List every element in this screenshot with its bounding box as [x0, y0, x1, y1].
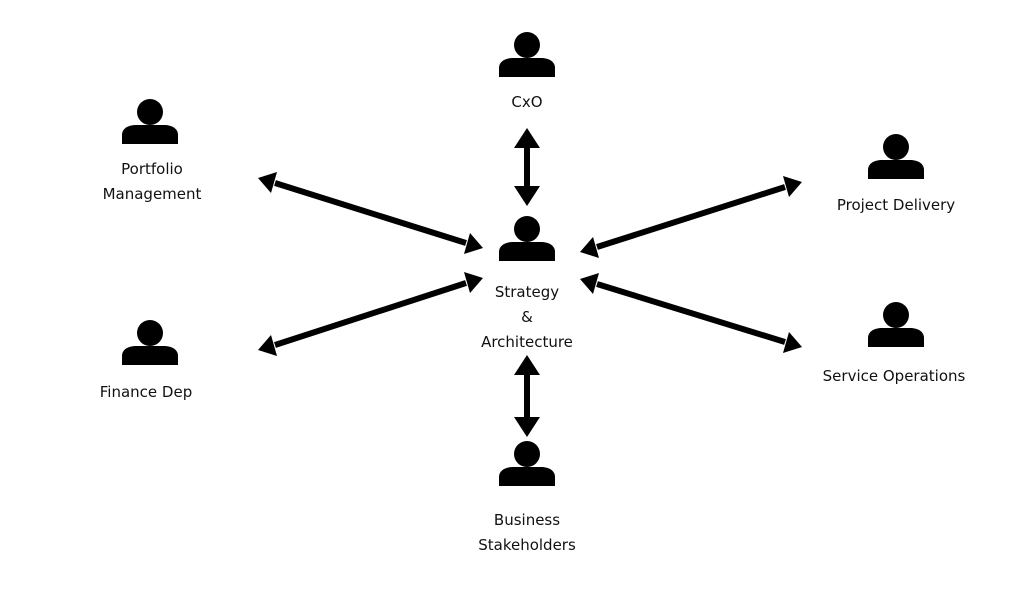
center-label: Strategy & Architecture — [481, 280, 573, 355]
portfolio-label: Portfolio Management — [103, 157, 202, 207]
business-label-line-2: Stakeholders — [478, 536, 576, 554]
center-label-line-3: Architecture — [481, 333, 573, 351]
center-label-line-2: & — [521, 308, 533, 326]
project-label: Project Delivery — [837, 193, 955, 218]
center-person-icon — [499, 216, 555, 261]
cxo-person-icon — [499, 32, 555, 77]
center-label-line-1: Strategy — [494, 283, 560, 301]
business-label: Business Stakeholders — [478, 508, 576, 558]
project-person-icon — [868, 134, 924, 179]
cxo-label: CxO — [511, 90, 542, 115]
business-label-line-1: Business — [493, 511, 561, 529]
business-person-icon — [499, 441, 555, 486]
service-label-line: Service Operations — [822, 367, 966, 385]
arrow-center-portfolio — [258, 172, 483, 254]
service-label: Service Operations — [823, 364, 966, 389]
arrow-center-service — [580, 273, 802, 353]
arrow-center-business — [514, 355, 540, 437]
arrow-center-finance — [258, 272, 483, 356]
finance-label: Finance Dep — [100, 380, 192, 405]
service-person-icon — [868, 302, 924, 347]
portfolio-label-line-2: Management — [102, 185, 202, 203]
arrow-center-cxo — [514, 128, 540, 206]
finance-label-line: Finance Dep — [99, 383, 193, 401]
arrow-center-project — [580, 176, 802, 258]
finance-person-icon — [122, 320, 178, 365]
cxo-label-line: CxO — [511, 93, 543, 111]
project-label-line: Project Delivery — [836, 196, 956, 214]
portfolio-person-icon — [122, 99, 178, 144]
portfolio-label-line-1: Portfolio — [121, 160, 183, 178]
